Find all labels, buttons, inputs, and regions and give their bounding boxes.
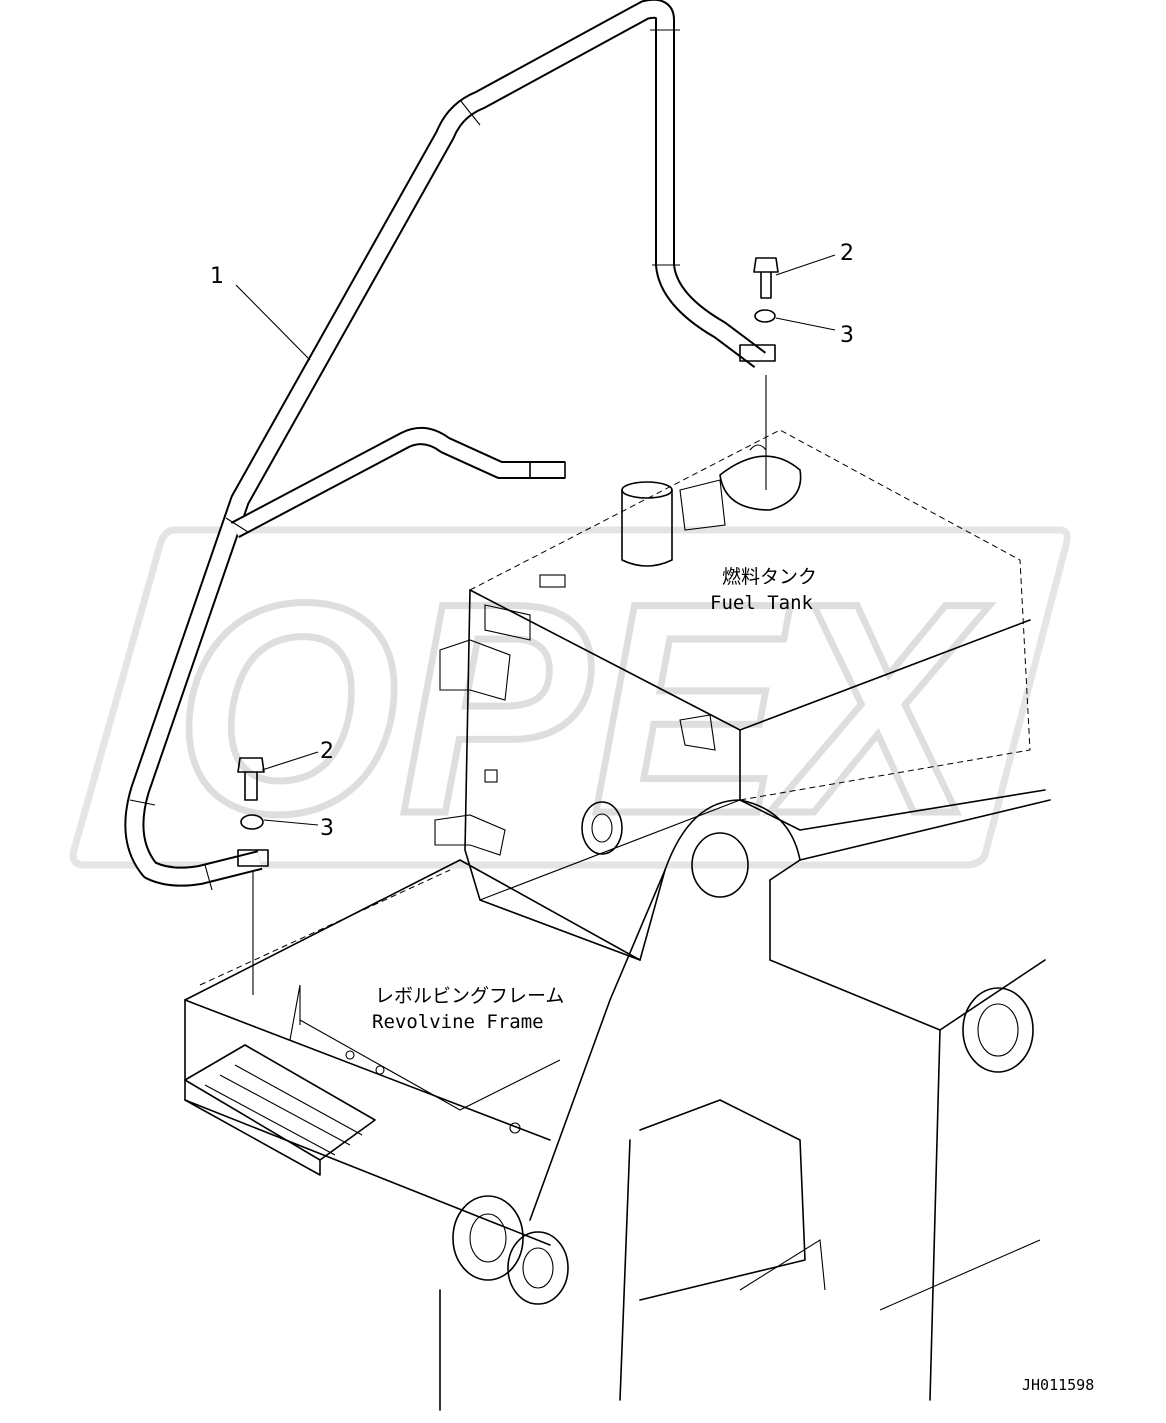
fuel-tank-label-en: Fuel Tank [710, 592, 814, 614]
frame-label-en: Revolvine Frame [372, 1011, 544, 1033]
drawing-code: JH011598 [1022, 1376, 1094, 1394]
callout-part-2-upper: 2 [840, 241, 854, 266]
handrail-part-1[interactable] [124, 0, 776, 891]
frame-label-jp: レボルビングフレーム [375, 985, 564, 1007]
callout-part-3-upper: 3 [840, 323, 854, 348]
callout-part-2-lower: 2 [320, 739, 334, 764]
fuel-tank [434, 429, 1031, 961]
leader-lines [235, 254, 836, 826]
bolt-part-2-lower[interactable] [237, 757, 265, 801]
revolving-frame [184, 859, 641, 1246]
center-lines [252, 375, 767, 995]
washer-part-3-lower[interactable] [240, 814, 264, 830]
washer-part-3-upper[interactable] [754, 309, 776, 323]
boom-bracket [439, 789, 1051, 1411]
callout-part-3-lower: 3 [320, 816, 334, 841]
fuel-tank-label-jp: 燃料タンク [722, 566, 817, 588]
callout-part-1: 1 [210, 264, 224, 289]
bolt-part-2-upper[interactable] [753, 257, 779, 299]
